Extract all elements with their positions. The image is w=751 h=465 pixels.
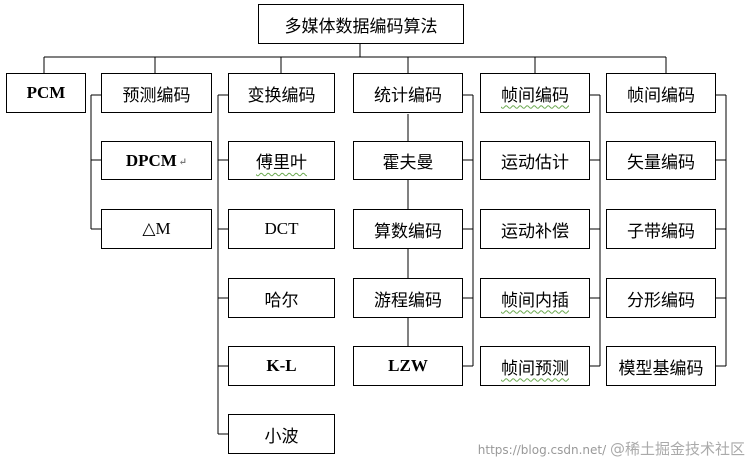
- root-label: 多媒体数据编码算法: [284, 16, 438, 37]
- node-dpcm: DPCM↵: [101, 141, 212, 180]
- arithmetic-coding-label: 算数编码: [374, 221, 442, 242]
- vector-coding-label: 矢量编码: [627, 153, 695, 173]
- root-node: 多媒体数据编码算法: [258, 4, 464, 44]
- lzw-label: LZW: [388, 356, 428, 375]
- node-fourier: 傅里叶: [228, 141, 335, 180]
- haar-label: 哈尔: [264, 290, 299, 311]
- node-vector-coding: 矢量编码: [606, 141, 716, 180]
- watermark-url: https://blog.csdn.net/: [477, 443, 607, 457]
- node-statistical-coding: 统计编码: [353, 73, 463, 113]
- node-huffman: 霍夫曼: [353, 141, 463, 180]
- node-dct: DCT: [228, 209, 335, 249]
- watermark: https://blog.csdn.net/ @稀土掘金技术社区: [478, 438, 745, 459]
- node-interframe-coding-2: 帧间编码: [606, 73, 716, 113]
- node-subband-coding: 子带编码: [606, 209, 716, 249]
- subband-coding-label: 子带编码: [627, 221, 695, 242]
- node-transform-coding: 变换编码: [228, 73, 335, 113]
- watermark-brand: @稀土掘金技术社区: [609, 440, 745, 458]
- paragraph-mark-icon: ↵: [178, 157, 188, 168]
- node-run-length-coding: 游程编码: [353, 278, 463, 318]
- huffman-label: 霍夫曼: [382, 153, 434, 173]
- interframe-prediction-label: 帧间预测: [501, 358, 569, 379]
- motion-compensation-label: 运动补偿: [501, 221, 569, 242]
- fractal-coding-label: 分形编码: [627, 290, 695, 311]
- pcm-label: PCM: [26, 83, 66, 102]
- node-motion-estimation: 运动估计: [480, 141, 590, 180]
- node-haar: 哈尔: [228, 278, 335, 318]
- node-fractal-coding: 分形编码: [606, 278, 716, 318]
- node-lzw: LZW: [353, 346, 463, 386]
- node-kl: K-L: [228, 346, 335, 386]
- dpcm-label: DPCM: [125, 150, 177, 170]
- node-interframe-coding-1: 帧间编码: [480, 73, 590, 113]
- node-interframe-interpolation: 帧间内插: [480, 278, 590, 318]
- kl-label: K-L: [266, 356, 297, 375]
- transform-coding-label: 变换编码: [247, 85, 316, 106]
- interframe-coding-2-label: 帧间编码: [627, 85, 695, 106]
- predictive-coding-label: 预测编码: [122, 85, 191, 106]
- node-arithmetic-coding: 算数编码: [353, 209, 463, 249]
- node-predictive-coding: 预测编码: [101, 73, 212, 113]
- node-pcm: PCM: [6, 73, 86, 113]
- delta-modulation-label: △M: [142, 219, 171, 238]
- interframe-coding-1-label: 帧间编码: [501, 85, 569, 106]
- fourier-label: 傅里叶: [256, 153, 307, 173]
- node-motion-compensation: 运动补偿: [480, 209, 590, 249]
- node-delta-modulation: △M: [101, 209, 212, 249]
- motion-estimation-label: 运动估计: [501, 153, 569, 173]
- dct-label: DCT: [264, 219, 299, 238]
- node-wavelet: 小波: [228, 414, 335, 454]
- node-interframe-prediction: 帧间预测: [480, 346, 590, 386]
- interframe-interpolation-label: 帧间内插: [501, 290, 569, 311]
- statistical-coding-label: 统计编码: [374, 85, 442, 106]
- wavelet-label: 小波: [264, 426, 299, 447]
- model-based-coding-label: 模型基编码: [618, 358, 704, 379]
- run-length-coding-label: 游程编码: [374, 290, 442, 311]
- node-model-based-coding: 模型基编码: [606, 346, 716, 386]
